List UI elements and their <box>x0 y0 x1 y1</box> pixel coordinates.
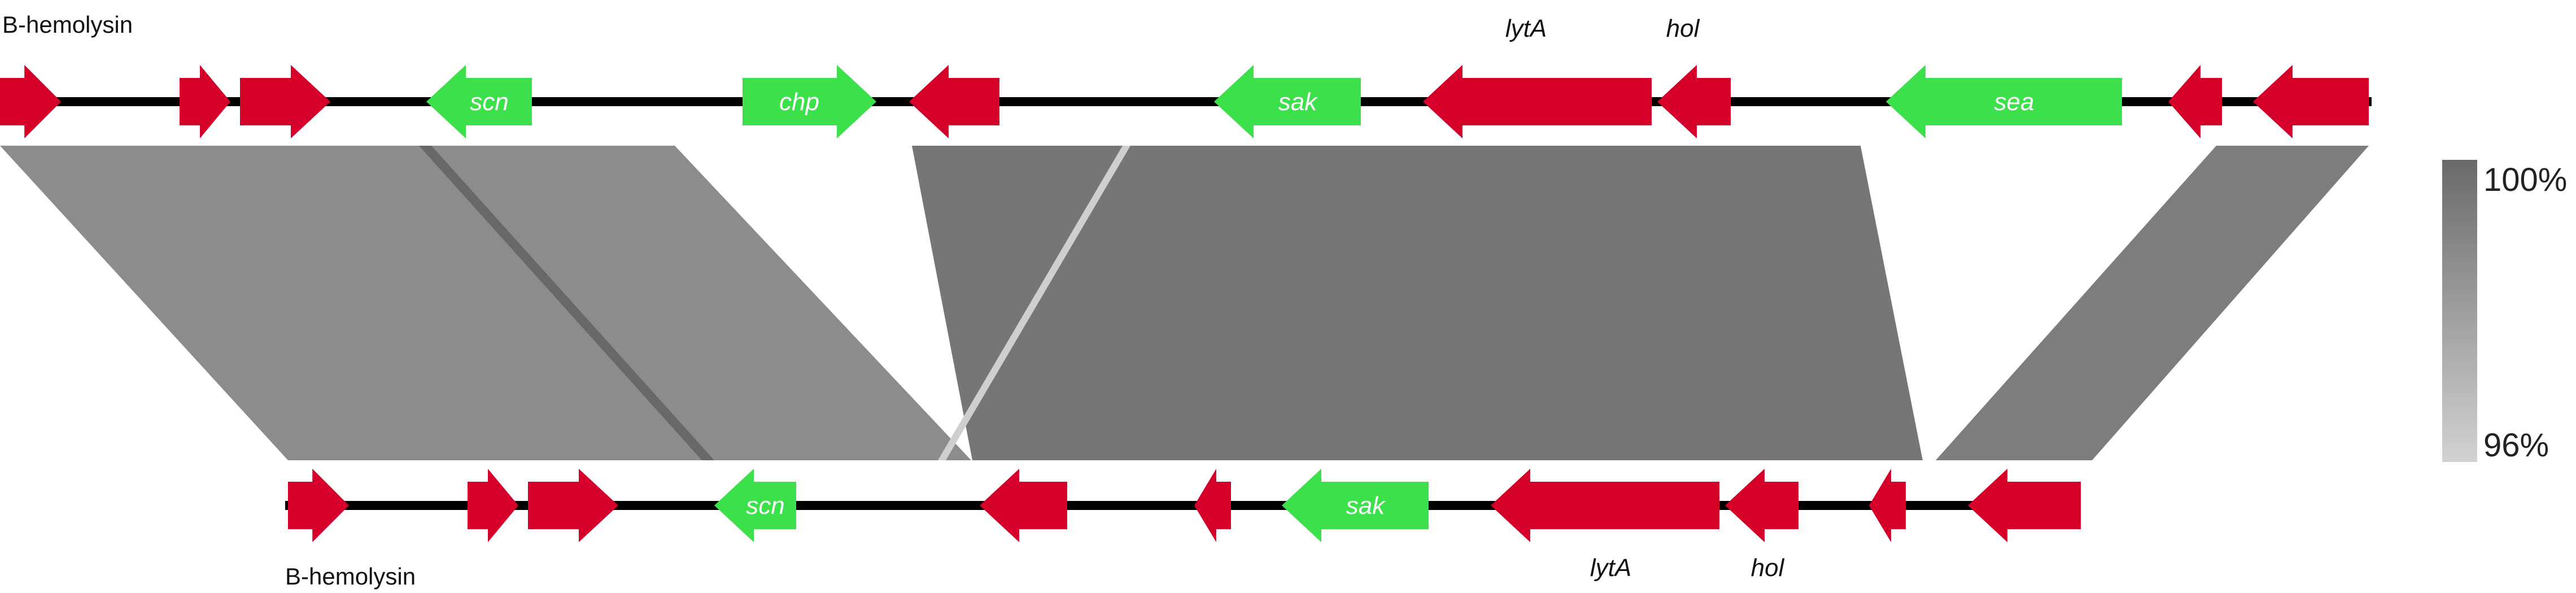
legend-max-label: 100% <box>2483 162 2567 198</box>
similarity-band-left <box>0 146 971 460</box>
bottom-gene-label-lytA: lytA <box>1590 554 1631 582</box>
top-gene-arrow-12 <box>2253 65 2369 138</box>
top-gene-arrow-scn <box>426 65 532 138</box>
top-gene-arrow-lytA <box>1423 65 1652 138</box>
bottom-gene-arrow-scn <box>714 469 796 542</box>
top-gene-arrow-2 <box>180 65 230 138</box>
bottom-gene-arrow-2 <box>468 469 518 542</box>
similarity-band-center-crossing <box>938 146 1130 460</box>
top-genome-track: B-hemolysin scn chp sak lytA hol sea <box>0 11 2372 138</box>
bottom-gene-arrow-hol <box>1725 469 1798 542</box>
bottom-gene-arrow-3 <box>528 469 618 542</box>
similarity-band-right <box>1936 146 2369 460</box>
bottom-gene-arrow-10 <box>1869 469 1906 542</box>
bottom-gene-label-scn: scn <box>746 492 784 520</box>
top-gene-label-sea: sea <box>1994 88 2034 116</box>
top-gene-arrow-6 <box>909 65 999 138</box>
legend-min-label: 96% <box>2483 427 2549 464</box>
top-gene-label-hol: hol <box>1666 15 1700 42</box>
bottom-gene-arrow-11 <box>1968 469 2081 542</box>
top-gene-label-sak: sak <box>1278 88 1318 116</box>
top-gene-label-lytA: lytA <box>1505 15 1547 42</box>
top-gene-arrow-3 <box>240 65 330 138</box>
top-track-label: B-hemolysin <box>2 11 133 38</box>
bottom-gene-arrow-1 <box>288 469 349 542</box>
bottom-gene-arrow-sak <box>1282 469 1429 542</box>
similarity-bands <box>0 146 2369 460</box>
top-gene-label-chp: chp <box>779 88 819 116</box>
bottom-gene-label-sak: sak <box>1346 492 1386 520</box>
identity-legend: 100% 96% <box>2442 160 2567 464</box>
top-gene-arrow-11 <box>2168 65 2222 138</box>
similarity-band-left-seam <box>419 146 714 460</box>
bottom-gene-arrow-5 <box>980 469 1067 542</box>
similarity-band-center <box>912 146 1923 460</box>
top-gene-arrow-hol <box>1657 65 1731 138</box>
top-gene-arrow-chp <box>743 65 876 138</box>
bottom-gene-label-hol: hol <box>1751 554 1785 582</box>
top-gene-arrow-sea <box>1886 65 2122 138</box>
bottom-track-label: B-hemolysin <box>285 563 416 590</box>
top-gene-arrow-1 <box>0 65 61 138</box>
bottom-gene-arrow-lytA <box>1491 469 1719 542</box>
top-gene-arrow-sak <box>1214 65 1361 138</box>
identity-gradient-bar <box>2442 160 2477 462</box>
top-gene-label-scn: scn <box>470 88 508 116</box>
bottom-gene-arrow-6 <box>1194 469 1231 542</box>
bottom-genome-track: scn sak lytA hol B-hemolysin <box>285 469 2081 590</box>
